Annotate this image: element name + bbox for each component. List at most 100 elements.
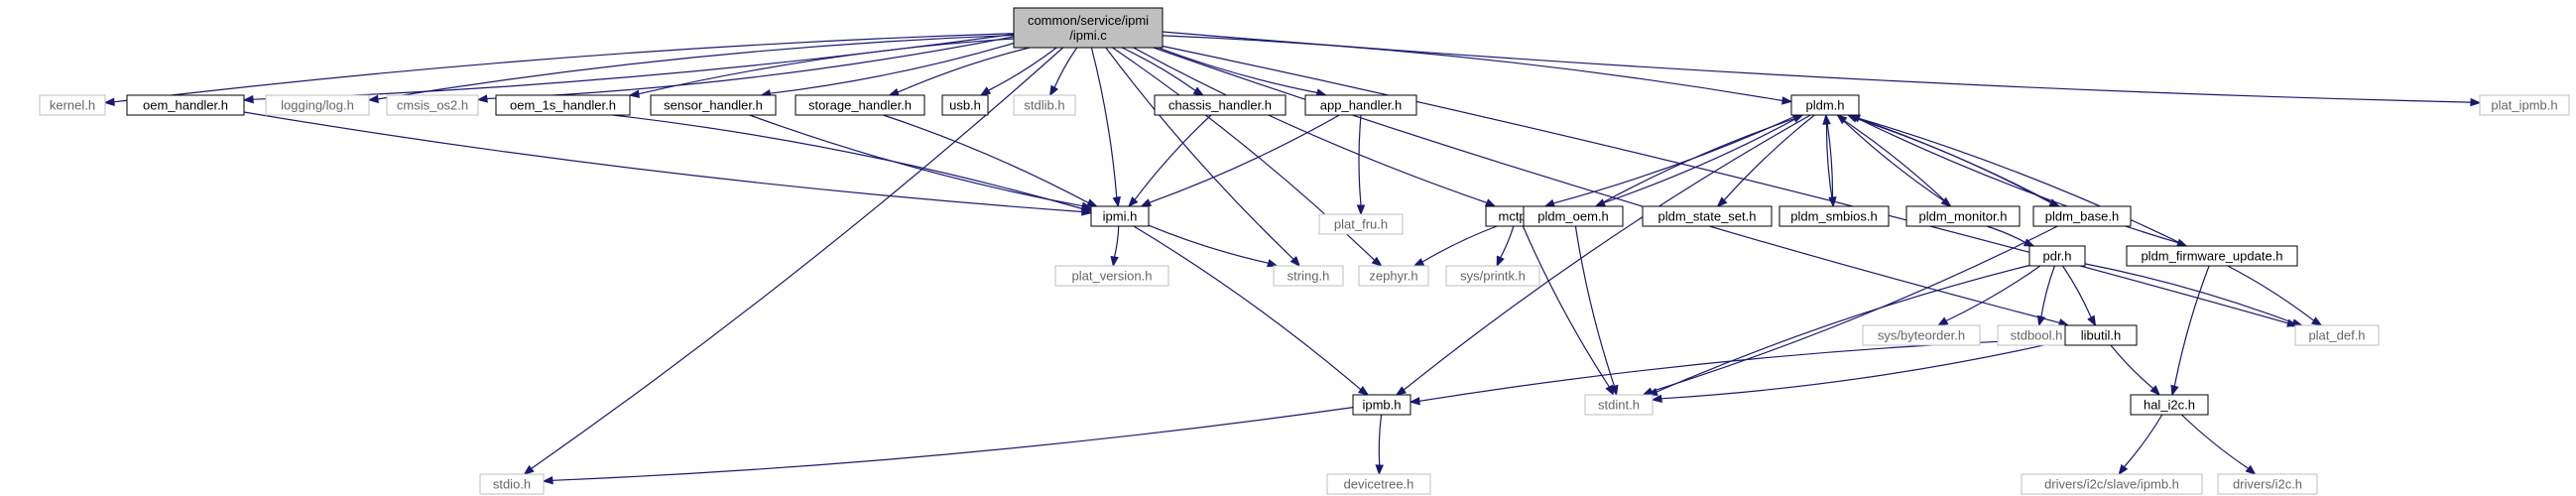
node-label: pldm.h <box>1805 98 1844 113</box>
node-pldm-oem-h[interactable]: pldm_oem.h <box>1523 205 1624 227</box>
node-box <box>1358 265 1429 287</box>
node-pdr-h[interactable]: pdr.h <box>2028 245 2086 267</box>
node-label: sensor_handler.h <box>664 98 763 113</box>
edge-ipmi_h-to-plat_version_h <box>1113 225 1120 258</box>
node-storage-h[interactable]: storage_handler.h <box>795 94 925 116</box>
arrowhead-pldm_monitor_h-to-pldm_h <box>1836 114 1848 125</box>
arrowhead-ipmi_c-to-chassis_h <box>1192 86 1205 96</box>
edge-ipmi_c-to-usb_h <box>988 47 1057 91</box>
arrowhead-ipmi_c-to-usb_h <box>979 86 992 96</box>
node-oem-1s-h[interactable]: oem_1s_handler.h <box>495 94 631 116</box>
node-app-h[interactable]: app_handler.h <box>1304 94 1417 116</box>
edge-ipmi_h-to-ipmb_h <box>1133 225 1362 391</box>
arrowhead-ipmb_h-to-stdio_h <box>542 476 553 485</box>
node-label: libutil.h <box>2081 328 2121 343</box>
arrowhead-mctp_h-to-printk_h <box>1496 255 1505 268</box>
node-box <box>2064 324 2138 346</box>
node-logging-h: logging/log.h <box>265 94 370 116</box>
arrowhead-app_h-to-ipmi_h <box>1140 198 1153 207</box>
arrowhead-ipmi_h-to-string_h <box>1267 259 1279 268</box>
arrowhead-ipmi_c-to-stdlib_h <box>1048 84 1058 97</box>
node-label: storage_handler.h <box>808 98 912 113</box>
node-ipmi-c[interactable]: common/service/ipmi/ipmi.c <box>1013 7 1164 49</box>
node-label: common/service/ipmi <box>1028 13 1149 28</box>
node-box <box>1013 94 1076 116</box>
node-box <box>126 94 245 116</box>
edges-layer <box>103 31 2482 485</box>
node-pldm-h[interactable]: pldm.h <box>1790 94 1860 116</box>
node-box <box>2021 473 2203 495</box>
arrowhead-pldm_h-to-pldm_state_set_h <box>1716 196 1728 207</box>
edge-pldm_h-to-pldm_state_set_h <box>1723 114 1815 201</box>
edge-pldm_fw_h-to-hal_i2c_h <box>2173 265 2210 387</box>
node-hal-i2c-h[interactable]: hal_i2c.h <box>2130 394 2209 416</box>
edge-mctp_h-to-zephyr_h <box>1421 225 1498 263</box>
arrowhead-ipmi_c-to-kernel_h <box>103 97 115 106</box>
edge-app_h-to-plat_fru_h <box>1358 114 1362 206</box>
node-devicetree-h: devicetree.h <box>1326 473 1431 495</box>
edge-pldm_smbios_h-to-pldm_h <box>1825 123 1834 207</box>
node-box <box>1445 265 1540 287</box>
node-label: app_handler.h <box>1320 98 1402 113</box>
node-zephyr-h: zephyr.h <box>1358 265 1429 287</box>
edge-ipmi_c-to-app_h <box>1158 47 1318 94</box>
node-box <box>265 94 370 116</box>
node-pldm-fw-h[interactable]: pldm_firmware_update.h <box>2126 245 2298 267</box>
node-box <box>1862 324 1981 346</box>
node-pldm-monitor-h[interactable]: pldm_monitor.h <box>1905 205 2021 227</box>
node-stdlib-h: stdlib.h <box>1013 94 1076 116</box>
edge-hal_i2c_h-to-i2c_slave_ipmb_h <box>2124 414 2163 468</box>
edge-ipmi_c-to-stdio_h <box>531 47 1064 469</box>
node-label: stdint.h <box>1598 398 1640 413</box>
arrowhead-ipmi_c-to-oem_1s_h <box>628 89 640 98</box>
node-stdio-h: stdio.h <box>479 473 545 495</box>
arrowhead-pldm_smbios_h-to-pldm_h <box>1822 113 1831 125</box>
arrowhead-pdr_h-to-byteorder_h <box>1936 316 1949 326</box>
node-box <box>795 94 925 116</box>
node-box <box>2028 245 2086 267</box>
node-usb-h[interactable]: usb.h <box>941 94 989 116</box>
node-chassis-h[interactable]: chassis_handler.h <box>1154 94 1287 116</box>
node-box <box>1273 265 1344 287</box>
node-plat-def-h: plat_def.h <box>2294 324 2380 346</box>
node-label: pldm_state_set.h <box>1657 209 1756 224</box>
node-oem-handler-h[interactable]: oem_handler.h <box>126 94 245 116</box>
node-label: /ipmi.c <box>1069 28 1107 43</box>
edge-ipmi_c-to-plat_def_h <box>1162 45 2288 324</box>
node-label: plat_def.h <box>2308 328 2365 343</box>
arrowhead-ipmi_c-to-cmsis_h <box>476 94 488 103</box>
edge-pldm_monitor_h-to-pldm_h <box>1844 120 1952 207</box>
node-label: plat_ipmb.h <box>2491 98 2557 113</box>
node-label: usb.h <box>949 98 981 113</box>
node-ipmb-h[interactable]: ipmb.h <box>1352 394 1411 416</box>
edge-pldm_base_h-to-stdint_h <box>1651 225 2058 393</box>
node-pldm-base-h[interactable]: pldm_base.h <box>2032 205 2132 227</box>
edge-libutil_h-to-hal_i2c_h <box>2110 344 2154 390</box>
node-box <box>1318 213 1404 235</box>
node-box <box>386 94 479 116</box>
arrowhead-hal_i2c_h-to-i2c_slave_ipmb_h <box>2118 463 2129 476</box>
edge-ipmi_c-to-logging_h <box>377 34 1015 100</box>
arrowhead-ipmi_c-to-stdio_h <box>523 464 535 475</box>
edge-ipmi_c-to-oem_1s_h <box>638 38 1015 95</box>
arrowhead-ipmi_c-to-string_h <box>1289 256 1301 268</box>
edge-ipmi_c-to-mctp_h <box>1133 47 1488 203</box>
edge-pldm_oem_h-to-pldm_h <box>1595 118 1795 207</box>
node-pldm-state-set-h[interactable]: pldm_state_set.h <box>1642 205 1773 227</box>
arrowhead-pldm_h-to-mctp_h <box>1543 198 1556 207</box>
node-libutil-h[interactable]: libutil.h <box>2064 324 2138 346</box>
node-pldm-smbios-h[interactable]: pldm_smbios.h <box>1779 205 1890 227</box>
edge-mctp_h-to-stdint_h <box>1522 225 1610 388</box>
edge-libutil_h-to-stdint_h <box>1660 339 2066 400</box>
node-label: plat_fru.h <box>1334 217 1388 232</box>
node-label: pldm_oem.h <box>1537 209 1609 224</box>
arrowhead-hal_i2c_h-to-drivers_i2c_h <box>2245 464 2257 475</box>
node-label: stdbool.h <box>2011 328 2063 343</box>
node-string-h: string.h <box>1273 265 1344 287</box>
node-ipmi-h[interactable]: ipmi.h <box>1090 205 1150 227</box>
node-box <box>1584 394 1654 416</box>
arrowhead-pldm_h-to-ipmb_h <box>1395 386 1408 396</box>
node-sensor-h[interactable]: sensor_handler.h <box>650 94 777 116</box>
edge-pdr_h-to-libutil_h <box>2062 265 2092 318</box>
